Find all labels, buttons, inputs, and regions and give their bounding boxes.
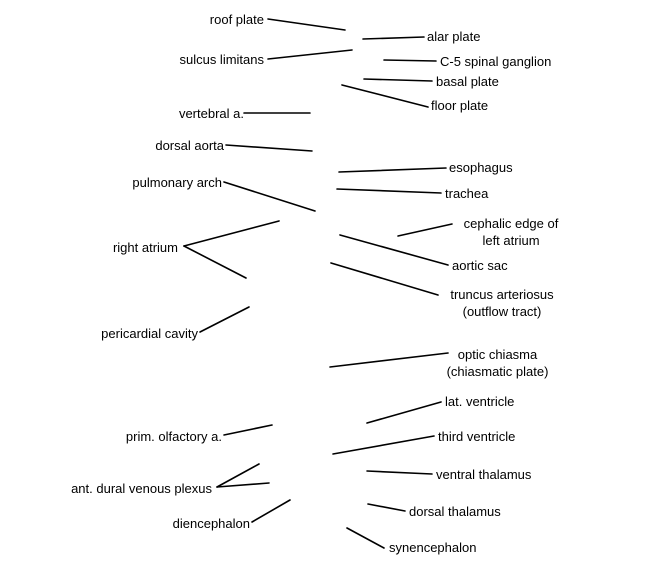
label-optic-chiasma-line1: optic chiasma (457, 347, 538, 362)
leader-trachea (336, 188, 442, 194)
leader-roof-plate (267, 18, 346, 31)
label-basal-plate: basal plate (436, 74, 499, 89)
leader-synencephalon (346, 527, 385, 549)
label-pericardial-cavity: pericardial cavity (101, 326, 198, 341)
leader-diencephalon (251, 499, 291, 523)
leader-sulcus-limitans (267, 49, 353, 60)
label-synencephalon: synencephalon (389, 540, 477, 555)
leader-prim-olfactory-a (223, 424, 273, 436)
label-esophagus: esophagus (449, 160, 513, 175)
leader-pulmonary-arch (223, 181, 316, 212)
label-roof-plate: roof plate (209, 12, 264, 27)
leader-right-atrium-upper (183, 220, 280, 247)
label-optic-chiasma: optic chiasma (chiasmatic plate) (430, 346, 565, 380)
label-ventral-thalamus: ventral thalamus (436, 467, 532, 482)
label-right-atrium: right atrium (112, 240, 178, 255)
label-vertebral-a: vertebral a. (178, 106, 244, 121)
leader-dural-plexus-lower (216, 482, 270, 488)
leader-right-atrium-lower (183, 245, 247, 279)
label-truncus-line2: (outflow tract) (462, 304, 542, 319)
label-trachea: trachea (445, 186, 489, 201)
leader-alar-plate (362, 36, 425, 40)
label-cephalic-edge-line2: left atrium (482, 233, 540, 248)
leader-dorsal-aorta (225, 144, 313, 152)
label-sulcus-limitans: sulcus limitans (179, 52, 264, 67)
label-cephalic-edge-line1: cephalic edge of (463, 216, 559, 231)
label-c5-spinal-ganglion: C-5 spinal ganglion (440, 54, 552, 69)
label-optic-chiasma-line2: (chiasmatic plate) (446, 364, 549, 379)
leader-basal-plate (363, 78, 433, 82)
leader-lat-ventricle (366, 401, 442, 424)
label-floor-plate: floor plate (431, 98, 489, 113)
label-cephalic-edge-of-left-atrium: cephalic edge of left atrium (446, 215, 576, 249)
label-dorsal-aorta: dorsal aorta (155, 138, 224, 153)
leader-aortic-sac (339, 234, 449, 266)
leader-third-ventricle (332, 435, 435, 455)
label-lat-ventricle: lat. ventricle (445, 394, 515, 409)
leader-ventral-thalamus (366, 470, 433, 475)
leader-floor-plate (341, 84, 429, 108)
leader-optic-chiasma (329, 352, 449, 368)
leader-truncus-arteriosus (330, 262, 439, 296)
label-truncus-line1: truncus arteriosus (450, 287, 554, 302)
label-ant-dural-venous-plexus: ant. dural venous plexus (71, 481, 212, 496)
label-diencephalon: diencephalon (172, 516, 250, 531)
leader-esophagus (338, 167, 447, 173)
label-dorsal-thalamus: dorsal thalamus (409, 504, 501, 519)
leader-c5-spinal-ganglion (383, 59, 437, 62)
label-prim-olfactory-a: prim. olfactory a. (125, 429, 222, 444)
leader-cephalic-edge (397, 223, 453, 237)
label-pulmonary-arch: pulmonary arch (132, 175, 222, 190)
label-third-ventricle: third ventricle (438, 429, 516, 444)
label-truncus-arteriosus: truncus arteriosus (outflow tract) (437, 286, 567, 320)
label-aortic-sac: aortic sac (452, 258, 508, 273)
label-alar-plate: alar plate (427, 29, 481, 44)
leader-dural-plexus-upper (216, 463, 260, 488)
leader-pericardial-cavity (199, 306, 250, 333)
leader-dorsal-thalamus (367, 503, 406, 512)
